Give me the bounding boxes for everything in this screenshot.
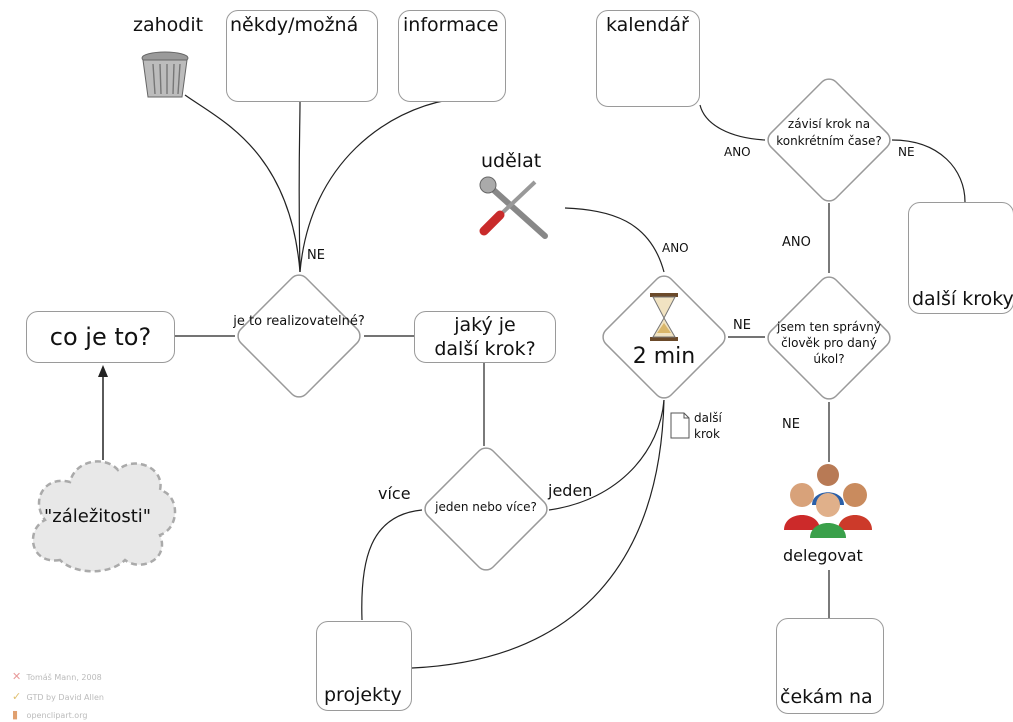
credit-gtd-text: GTD by David Allen: [26, 693, 104, 702]
zahodit-label: zahodit: [133, 14, 204, 36]
line-to-nekdy: [298, 101, 301, 273]
edge-ne-top: NE: [307, 248, 325, 263]
nekdy-label: někdy/možná: [230, 14, 359, 36]
line-to-zahodit: [184, 94, 301, 273]
projekty-label: projekty: [324, 684, 402, 706]
line-to-projekty: [361, 509, 423, 621]
informace-box: [398, 10, 506, 102]
zavisi-line-1: závisí krok na: [787, 117, 871, 131]
zalezitosti-label: "záležitosti": [44, 506, 152, 527]
diamond-zavisi: [767, 78, 891, 202]
hourglass-icon: [650, 293, 678, 341]
edge-ano-mid: ANO: [782, 235, 811, 250]
cloud-shape: [31, 460, 177, 573]
credit-gtd: ✓ GTD by David Allen: [12, 690, 104, 703]
spravny-line-3: úkol?: [813, 352, 845, 366]
informace-label: informace: [403, 14, 499, 36]
line-to-dalsi-kroky: [891, 139, 966, 203]
co-je-to-box: co je to?: [26, 311, 175, 363]
line-to-kalendar: [699, 104, 766, 141]
tools-icon: [479, 176, 548, 239]
edge-ano-udelat: ANO: [662, 241, 689, 255]
cekam-na-box: [776, 618, 884, 714]
connector-lines: [175, 94, 966, 669]
realizovatelne-label: je to realizovatelné?: [233, 314, 365, 329]
edge-ano-kalendar: ANO: [724, 145, 751, 159]
books-icon: ▮: [12, 708, 19, 721]
cekam-na-label: čekám na: [780, 686, 873, 708]
nekdy-box: [226, 10, 378, 102]
line-to-udelat: [564, 207, 665, 273]
udelat-label: udělat: [481, 150, 542, 172]
spravny-line-1: jsem ten správný: [777, 320, 881, 334]
dalsi-kroky-label: další kroky: [912, 288, 1013, 310]
line-jeden-to-2min: [548, 399, 665, 511]
jaky-je-box: jaký je další krok?: [414, 311, 556, 363]
kalendar-label: kalendář: [606, 14, 689, 36]
delegovat-label: delegovat: [783, 546, 863, 565]
document-icon: [670, 412, 690, 439]
jaky-je-line-1: jaký je: [454, 314, 516, 336]
kalendar-box: [596, 10, 700, 107]
dalsi-krok-line-1: další: [694, 411, 722, 425]
dalsi-kroky-box: [908, 202, 1013, 314]
arrow-head: [98, 365, 108, 377]
credit-openclipart-text: openclipart.org: [26, 711, 88, 720]
line-to-informace: [299, 99, 449, 273]
edge-jeden: jeden: [548, 481, 593, 500]
diamond-realizovatelne: [237, 274, 361, 398]
edge-ne-delegovat: NE: [782, 417, 800, 432]
edge-ne-kalendar: NE: [898, 145, 915, 159]
credit-openclipart: ▮ openclipart.org: [12, 708, 87, 721]
diamond-spravny: [767, 276, 891, 400]
credit-author: ✕ Tomáš Mann, 2008: [12, 670, 102, 683]
cross-icon: ✕: [12, 670, 22, 683]
spravny-line-2: člověk pro daný: [781, 336, 877, 350]
edge-vice: více: [378, 484, 411, 503]
trash-icon: [141, 51, 189, 98]
jeden-nebo-vice-label: jeden nebo více?: [435, 500, 537, 514]
two-min-label: 2 min: [632, 344, 696, 369]
co-je-to-label: co je to?: [49, 323, 152, 351]
dalsi-krok-line-2: krok: [694, 427, 720, 441]
check-icon: ✓: [12, 690, 22, 703]
projekty-box: [316, 621, 412, 711]
credit-author-text: Tomáš Mann, 2008: [26, 673, 102, 682]
line-2min-to-projekty: [411, 399, 665, 669]
people-icon: [784, 464, 872, 538]
zavisi-line-2: konkrétním čase?: [776, 134, 882, 148]
diamond-jeden-nebo-vice: [424, 447, 548, 571]
jaky-je-line-2: další krok?: [434, 338, 536, 360]
edge-ne-2min: NE: [733, 318, 751, 333]
